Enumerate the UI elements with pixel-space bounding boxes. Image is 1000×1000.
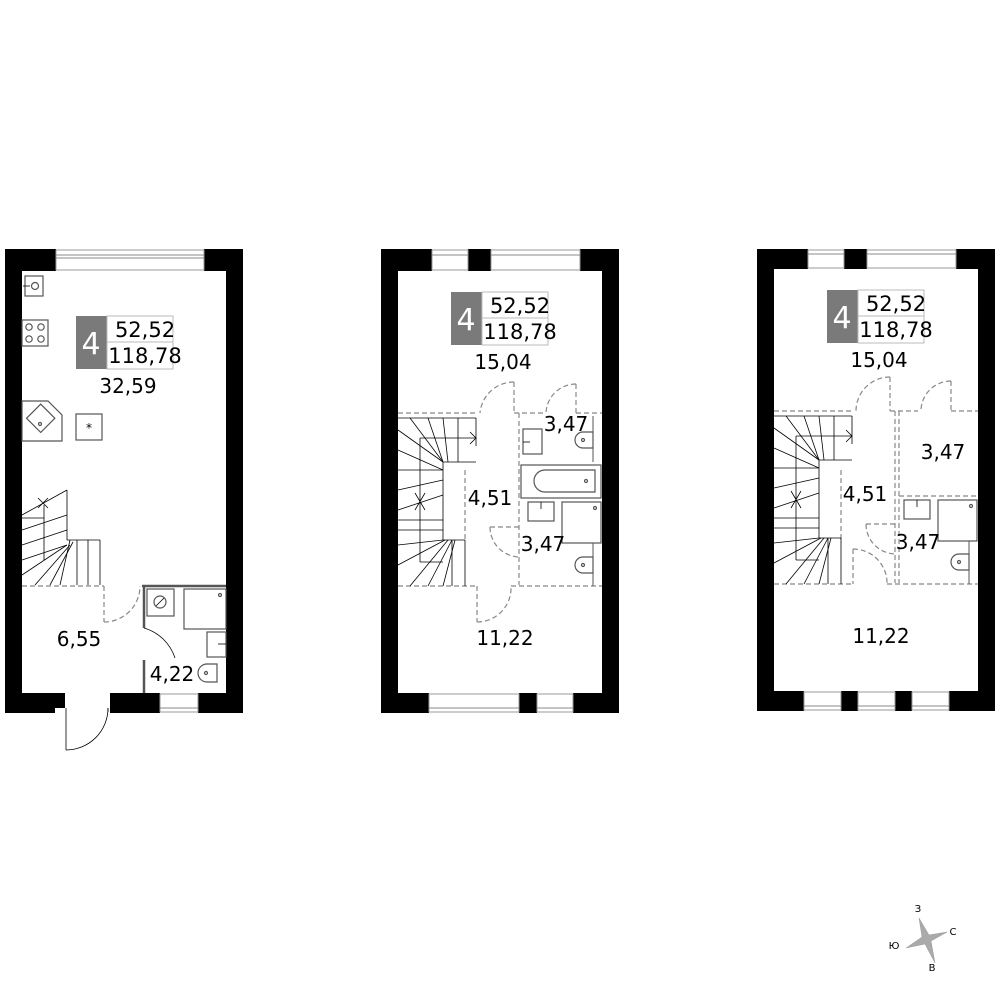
apartment-badge: 4 52,52 118,78 xyxy=(827,289,933,344)
shower-icon xyxy=(183,588,227,630)
room-area-bedroom-north: 15,04 xyxy=(474,350,531,374)
room-area-bedroom-south: 11,22 xyxy=(476,626,533,650)
room-area-bedroom-north: 15,04 xyxy=(850,348,907,372)
toilet-icon xyxy=(950,541,970,584)
washbasin-icon xyxy=(527,501,555,522)
entrance-door xyxy=(65,707,109,751)
partitions xyxy=(398,412,602,587)
room-area-corridor: 4,51 xyxy=(843,482,888,506)
room-area-bathroom-upper: 3,47 xyxy=(544,412,589,436)
plan-second-floor: 4 52,52 118,78 15,04 3,47 4,51 3,47 11,2… xyxy=(381,249,619,713)
compass: З С В Ю xyxy=(889,904,957,974)
plan-third-floor: 4 52,52 118,78 15,04 3,47 4,51 3,47 11,2… xyxy=(757,249,995,711)
bathtub-icon xyxy=(520,464,602,499)
bathroom-door xyxy=(103,585,141,623)
badge-rooms: 4 xyxy=(832,301,851,336)
toilet-icon xyxy=(197,663,218,683)
badge-rooms: 4 xyxy=(456,303,475,338)
room-area-corridor: 4,51 xyxy=(468,486,513,510)
windows xyxy=(803,249,957,711)
window-bottom xyxy=(159,693,199,713)
doors xyxy=(476,381,577,623)
room-area-bathroom: 4,22 xyxy=(150,662,195,686)
window-top xyxy=(55,249,205,271)
washbasin-icon xyxy=(522,428,543,455)
apartment-badge: 4 52,52 118,78 xyxy=(76,315,182,370)
partitions xyxy=(774,410,978,585)
badge-living-area: 52,52 xyxy=(866,292,926,316)
svg-text:*: * xyxy=(86,421,92,435)
badge-living-area: 52,52 xyxy=(115,318,175,342)
badge-total-area: 118,78 xyxy=(859,318,932,342)
room-area-kitchen: 32,59 xyxy=(99,374,156,398)
room-area-bathroom: 3,47 xyxy=(896,530,941,554)
compass-left-label: Ю xyxy=(889,941,900,952)
shower-icon xyxy=(937,499,978,542)
apartment-badge: 4 52,52 118,78 xyxy=(451,291,557,346)
staircase xyxy=(397,417,477,587)
compass-bottom-label: В xyxy=(929,963,936,974)
corner-sink-icon xyxy=(21,400,63,442)
compass-star-icon xyxy=(905,917,948,964)
kitchen-sink-icon xyxy=(23,275,44,297)
boiler-icon xyxy=(146,588,175,617)
badge-total-area: 118,78 xyxy=(108,344,181,368)
badge-living-area: 52,52 xyxy=(490,294,550,318)
toilet-icon xyxy=(574,543,594,586)
badge-total-area: 118,78 xyxy=(483,320,556,344)
compass-top-label: З xyxy=(915,904,921,915)
washbasin-icon xyxy=(206,631,227,658)
windows xyxy=(428,249,581,713)
room-area-bedroom-south: 11,22 xyxy=(852,624,909,648)
room-area-hall: 6,55 xyxy=(57,627,102,651)
shower-icon xyxy=(561,501,602,544)
compass-right-label: С xyxy=(950,927,957,938)
room-area-storage: 3,47 xyxy=(921,440,966,464)
bathroom-walls xyxy=(142,584,226,693)
badge-rooms: 4 xyxy=(81,327,100,362)
plan-ground-floor: * xyxy=(5,249,243,751)
stove-icon xyxy=(21,319,49,347)
staircase xyxy=(773,415,853,585)
staircase xyxy=(21,489,101,586)
ventilation-shaft-icon: * xyxy=(75,413,103,441)
washbasin-icon xyxy=(903,499,931,520)
room-area-bathroom-lower: 3,47 xyxy=(521,532,566,556)
toilet-icon xyxy=(574,416,594,462)
doors xyxy=(852,376,952,585)
